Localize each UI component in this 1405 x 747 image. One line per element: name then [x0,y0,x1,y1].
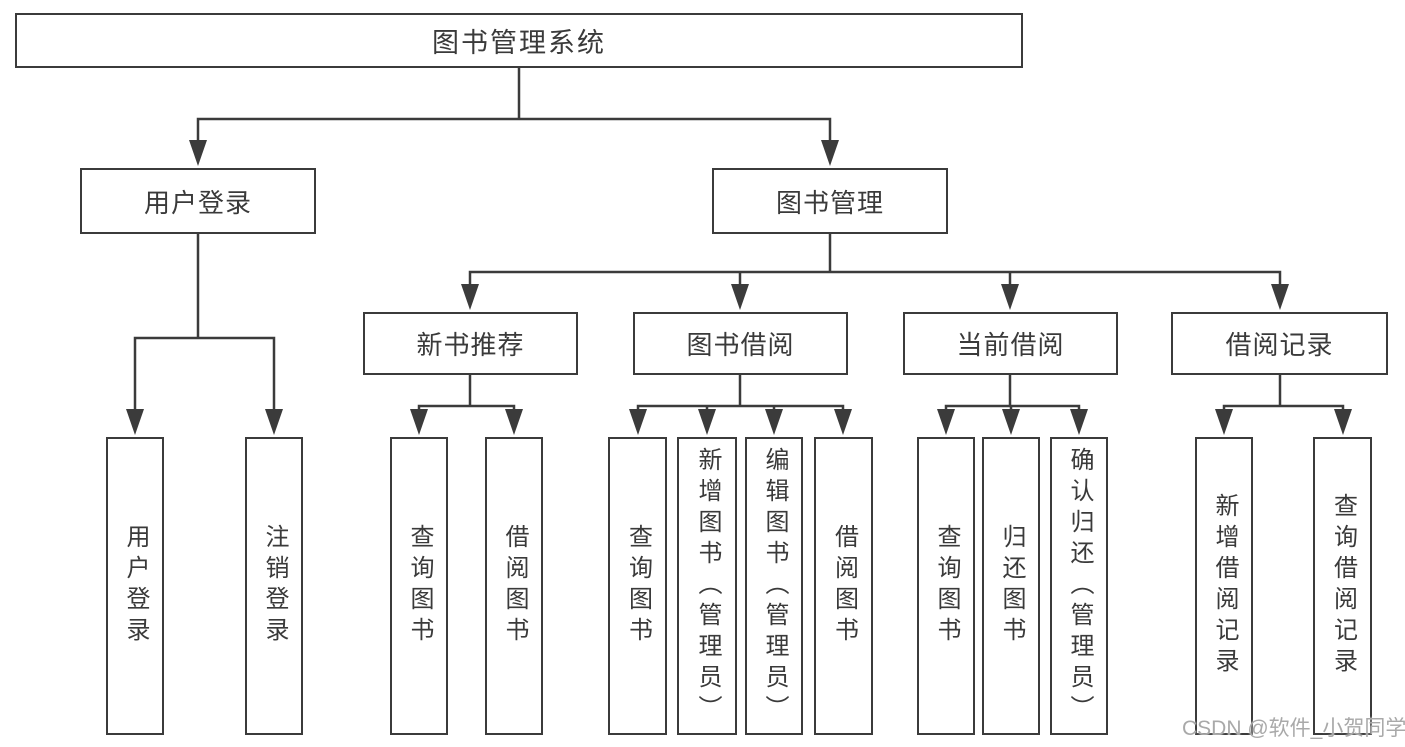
node-current-borrow: 当前借阅 [903,312,1118,375]
leaf-label: 查询图书 [624,524,652,648]
leaf-label: 注销登录 [261,524,288,648]
leaf-records-add-borrow-record: 新增借阅记录 [1195,437,1253,735]
node-label: 图书借阅 [686,330,795,360]
csdn-watermark: CSDN @软件_小贺同学 [1182,717,1405,740]
leaf-current-query-books: 查询图书 [917,437,975,735]
leaf-recommend-borrow-books: 借阅图书 [485,437,543,735]
node-library-management-system: 图书管理系统 [15,13,1023,68]
leaf-current-return-books: 归还图书 [982,437,1040,735]
leaf-label: 借阅图书 [501,524,528,648]
leaf-current-confirm-return-admin: 确认归还（管理员） [1050,437,1108,735]
leaf-borrow-query-books: 查询图书 [608,437,667,735]
node-label: 用户登录 [143,187,252,218]
leaf-label: 归还图书 [998,524,1025,648]
leaf-label: 用户登录 [122,524,149,648]
node-borrow-records: 借阅记录 [1171,312,1388,375]
node-label: 图书管理系统 [432,28,606,58]
node-user-login: 用户登录 [80,168,316,234]
leaf-label: 查询借阅记录 [1329,493,1357,679]
leaf-logout-login: 注销登录 [245,437,303,735]
leaf-label: 编辑图书（管理员） [761,446,788,726]
leaf-label: 新增借阅记录 [1211,493,1238,679]
node-label: 当前借阅 [956,330,1065,360]
leaf-recommend-query-books: 查询图书 [390,437,448,735]
leaf-label: 查询图书 [933,524,960,648]
leaf-label: 查询图书 [406,524,433,648]
leaf-records-query-borrow-record: 查询借阅记录 [1313,437,1372,735]
node-book-borrow: 图书借阅 [633,312,848,375]
node-book-management: 图书管理 [712,168,948,234]
node-new-book-recommend: 新书推荐 [363,312,578,375]
leaf-borrow-add-books-admin: 新增图书（管理员） [677,437,737,735]
leaf-borrow-edit-books-admin: 编辑图书（管理员） [745,437,803,735]
leaf-label: 新增图书（管理员） [694,446,721,726]
arrowheads [126,140,1352,435]
leaf-label: 确认归还（管理员） [1066,446,1093,726]
node-label: 新书推荐 [416,330,525,360]
leaf-user-login: 用户登录 [106,437,164,735]
leaf-label: 借阅图书 [830,524,858,648]
node-label: 借阅记录 [1225,330,1334,360]
leaf-borrow-borrow-books: 借阅图书 [814,437,873,735]
node-label: 图书管理 [775,187,884,218]
